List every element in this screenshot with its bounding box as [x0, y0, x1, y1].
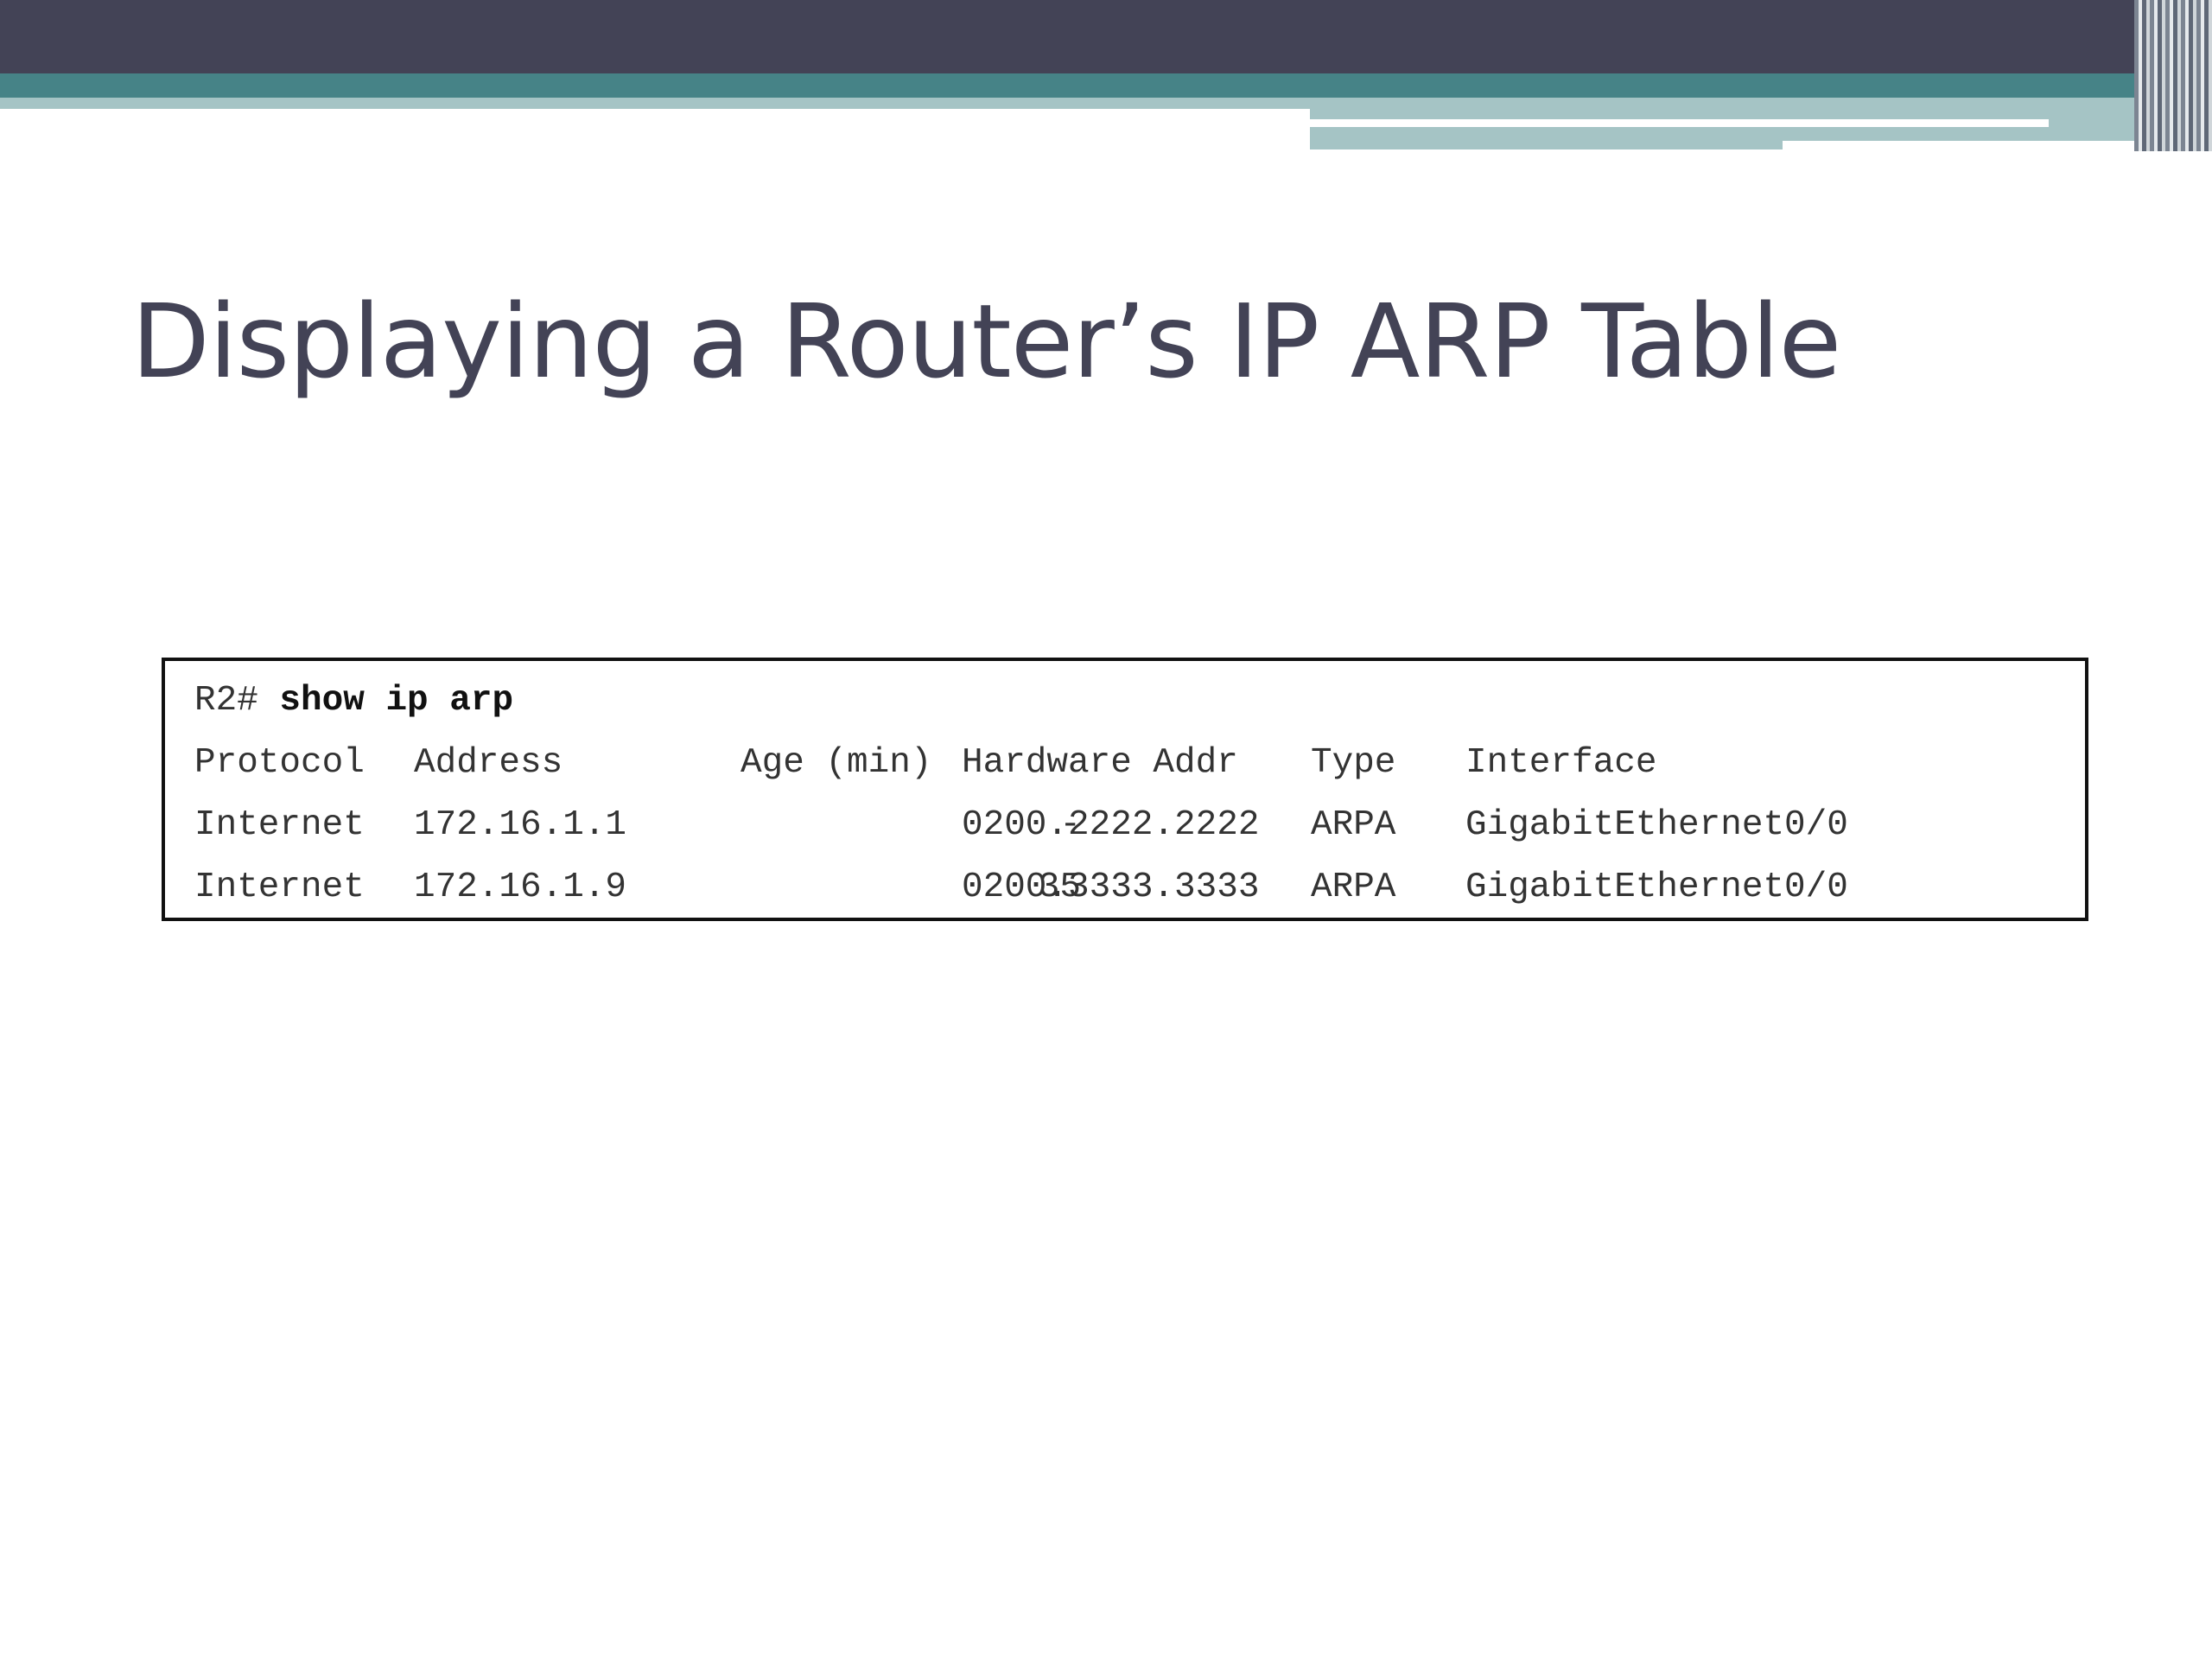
slide-title: Displaying a Router’s IP ARP Table: [131, 282, 1841, 401]
cli-command: show ip arp: [279, 681, 514, 721]
header-accent-notch: [1783, 141, 2160, 149]
cell-interface: GigabitEthernet0/0: [1465, 868, 1848, 907]
cli-command-line: R2# show ip arp: [194, 670, 513, 732]
cell-address: 172.16.1.1: [414, 805, 627, 845]
header-interface: Interface: [1465, 743, 1657, 783]
header-bar-dark: [0, 0, 2212, 73]
table-header-row: Protocol Address Age (min) Hardware Addr…: [165, 732, 1656, 794]
header-accent-line: [1310, 119, 2049, 127]
cell-address: 172.16.1.9: [414, 868, 627, 907]
cell-type: ARPA: [1311, 805, 1396, 845]
header-hardware-addr: Hardware Addr: [962, 743, 1238, 783]
header-stripes: [2134, 0, 2212, 151]
cli-prompt: R2#: [194, 681, 280, 721]
cell-hardware-addr: 0200.2222.2222: [962, 805, 1260, 845]
header-bar-teal: [0, 73, 2160, 98]
cell-age: -: [1059, 805, 1081, 845]
header-protocol: Protocol: [194, 743, 365, 783]
header-age: Age (min): [741, 743, 932, 783]
cell-interface: GigabitEthernet0/0: [1465, 805, 1848, 845]
cell-age: 35: [1038, 868, 1081, 907]
header-type: Type: [1311, 743, 1396, 783]
cell-hardware-addr: 0200.3333.3333: [962, 868, 1260, 907]
header-address: Address: [414, 743, 563, 783]
table-row: Internet 172.16.1.1 - 0200.2222.2222 ARP…: [165, 794, 1848, 856]
table-row: Internet 172.16.1.9 35 0200.3333.3333 AR…: [165, 856, 1848, 918]
cell-protocol: Internet: [194, 805, 365, 845]
header-bar-light: [0, 98, 1310, 109]
cli-output-box: R2# show ip arp Protocol Address Age (mi…: [162, 658, 2088, 921]
cell-type: ARPA: [1311, 868, 1396, 907]
cell-protocol: Internet: [194, 868, 365, 907]
